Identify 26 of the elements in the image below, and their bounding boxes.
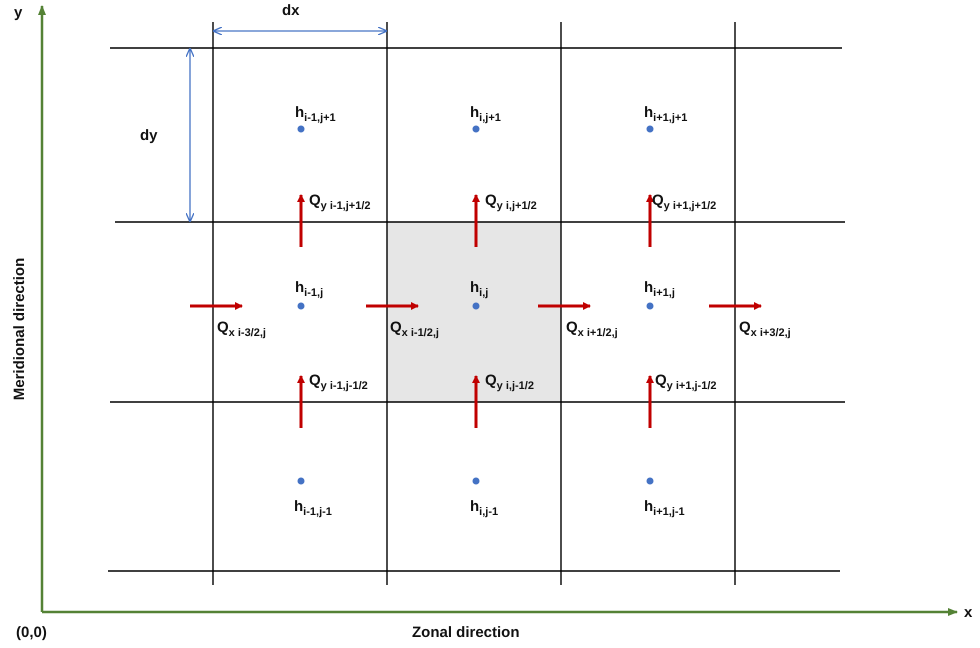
dimension-label: dx [282, 2, 300, 20]
variable-label: Q$_{x i+3/2,j}$ [739, 319, 791, 341]
variable-label: h$_{i,j}$ [470, 279, 488, 301]
axis-title: Zonal direction [412, 624, 520, 642]
axis-label: y [14, 4, 22, 22]
variable-label: h$_{i,j-1}$ [470, 498, 498, 520]
origin-label: (0,0) [16, 624, 47, 642]
variable-label: h$_{i+1,j-1}$ [644, 498, 685, 520]
variable-label: h$_{i-1,j+1}$ [295, 104, 336, 126]
variable-label: h$_{i-1,j-1}$ [294, 498, 332, 520]
variable-label: Q$_{y i+1,j-1/2}$ [655, 372, 717, 394]
variable-label: Q$_{x i-1/2,j}$ [390, 319, 439, 341]
axis-title: Meridional direction [11, 256, 29, 402]
dimension-label: dy [140, 127, 158, 145]
variable-label: Q$_{y i,j+1/2}$ [485, 192, 537, 214]
axis-label: x [964, 604, 972, 622]
variable-label: Q$_{x i-3/2,j}$ [217, 319, 266, 341]
variable-label: h$_{i,j+1}$ [470, 104, 501, 126]
variable-label: Q$_{y i-1,j+1/2}$ [309, 192, 371, 214]
variable-label: Q$_{y i,j-1/2}$ [485, 372, 534, 394]
variable-label: Q$_{y i+1,j+1/2}$ [652, 192, 716, 214]
variable-label: h$_{i+1,j}$ [644, 279, 675, 301]
variable-label: h$_{i+1,j+1}$ [644, 104, 688, 126]
variable-label: h$_{i-1,j}$ [295, 279, 324, 301]
variable-label: Q$_{y i-1,j-1/2}$ [309, 372, 368, 394]
variable-label: Q$_{x i+1/2,j}$ [566, 319, 618, 341]
